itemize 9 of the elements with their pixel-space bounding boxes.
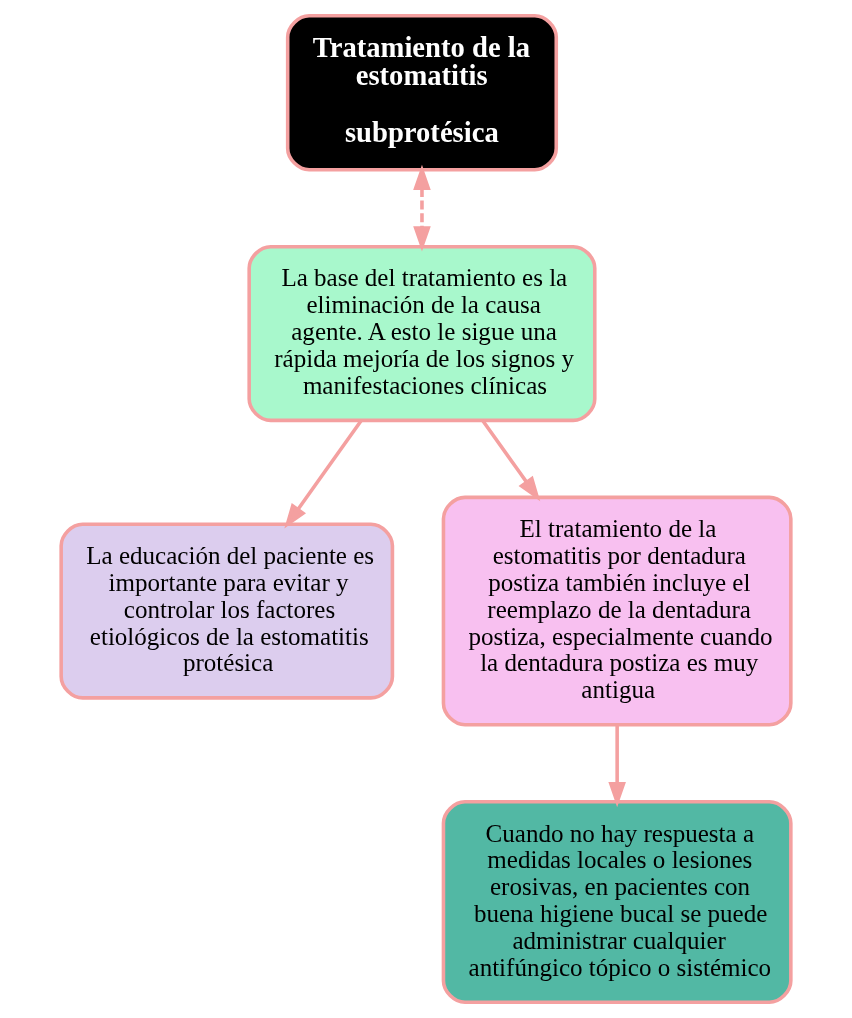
arrow xyxy=(413,164,431,252)
node-box: La base del tratamiento es la eliminación de la causa agente. A esto le sigue una rápida mejoría de los signos y manifestaciones clínicas xyxy=(247,244,597,423)
node-box: Cuando no hay respuesta a medidas locales o lesiones erosivas, en pacientes con buena higiene bucal se puede administrar cualquier antifúngico tópico o sistémico xyxy=(441,800,793,1005)
node-box: La educación del paciente es importante para evitar y controlar los factores etiológicos de la estomatitis protésica xyxy=(59,522,395,700)
node-box: Tratamiento de la estomatitis subprotésica xyxy=(285,13,559,172)
node-box: El tratamiento de la estomatitis por dentadura postiza también incluye el reemplazo de la dentadura postiza, especialmente cuando la dentadura postiza es muy antigua xyxy=(441,495,793,727)
arrow xyxy=(481,419,541,502)
arrow xyxy=(284,419,363,529)
arrow xyxy=(608,724,626,808)
